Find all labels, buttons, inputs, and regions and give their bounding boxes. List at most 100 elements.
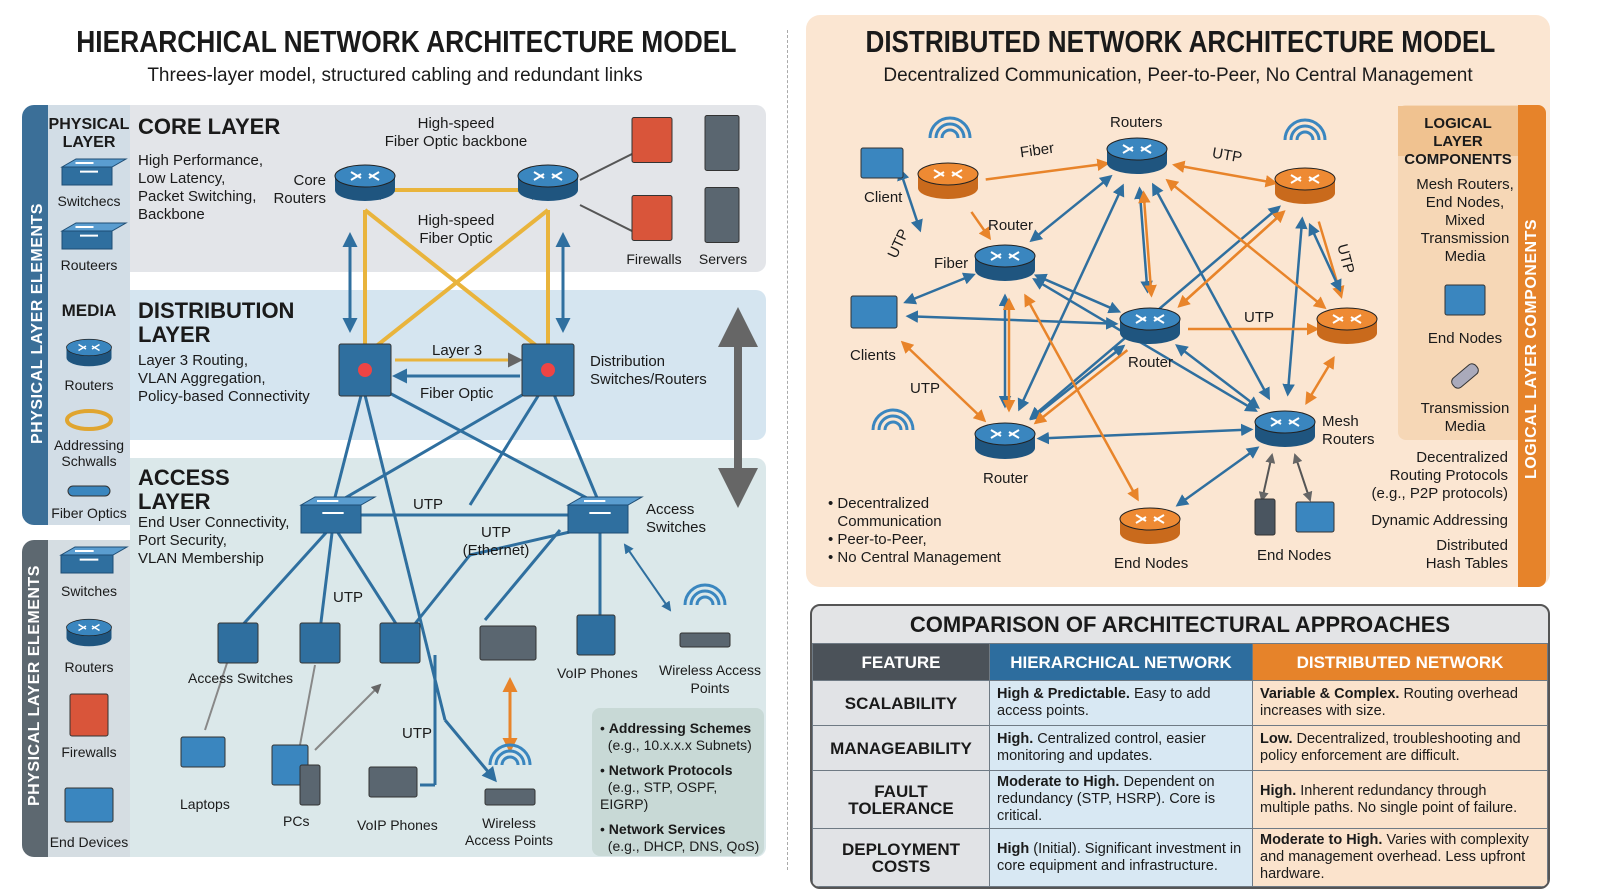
switch-front [61,166,113,186]
note-item: • Addressing Schemes (e.g., 10.x.x.x Sub… [600,720,752,753]
access-switches-label: Access Switches [188,670,294,686]
note-title: Network Protocols [608,762,733,778]
connection-line [546,379,602,506]
comparison-title: COMPARISON OF ARCHITECTURAL APPROACHES [909,612,1451,637]
connection-line [905,310,1119,330]
distribution-heading: DISTRIBUTION LAYER [138,298,295,347]
router-arrows [350,171,380,181]
wifi-icon [928,116,972,139]
router-top [1119,307,1181,331]
connection-line [468,379,550,506]
wireless-ap-bottom-label: Wireless Access Points [465,815,553,848]
router-icon [66,618,112,647]
router-top [1106,137,1168,161]
router-icon [1106,137,1168,174]
access-desc: End User Connectivity, Port Security, VL… [138,514,290,567]
sidebar-bottom-label: PHYSICAL LAYER ELEMENTS [26,565,43,806]
switch-front [60,554,114,574]
connection-line [1175,446,1260,507]
right-subtitle: Decentralized Communication, Peer-to-Pee… [883,65,1473,86]
pc-tower-icon [299,764,321,806]
sidebar-bottom-firewalls: Firewalls [61,744,117,760]
wifi-icon [500,755,520,766]
bullet-text: Decentralized Communication [837,495,942,530]
wifi-icon [1283,118,1327,141]
connection-line [897,167,923,233]
distributed-cell: Low. Decentralized, troubleshooting and … [1252,725,1548,771]
bullet-text: Peer-to-Peer, [837,531,927,548]
comparison-grid: FEATURE HIERARCHICAL NETWORK DISTRIBUTED… [812,643,1548,887]
router-top [974,244,1036,268]
switch-core-dot [541,363,555,377]
left-title: HIERARCHICAL NETWORK ARCHITECTURE MODEL [76,24,737,59]
connection-line [1282,216,1308,397]
note-title: Network Services [608,821,726,837]
connection-line [363,394,447,721]
connection-line [1029,344,1126,421]
router-bottom-label: Router [983,470,1029,487]
router-arrows [78,623,100,632]
wifi-icon [1289,124,1321,141]
switch-icon [59,546,129,574]
sidebar-top-label: PHYSICAL LAYER ELEMENTS [29,203,46,444]
transmission-media-icon [1451,363,1479,389]
connection-line [204,659,229,731]
logical-addressing: Dynamic Addressing [1371,512,1508,529]
connection-line [903,272,976,305]
switch-icon [60,158,128,186]
distributed-cell: Variable & Complex. Routing overhead inc… [1252,680,1548,726]
firewalls-label: Firewalls [626,251,682,267]
utp-lower-label: UTP [910,380,940,397]
connection-line [363,208,550,357]
hierarchical-cell: Moderate to High. Dependent on redundanc… [989,770,1253,829]
notes-list: • Addressing Schemes (e.g., 10.x.x.x Sub… [600,720,765,855]
connection-line [1172,160,1278,188]
core-heading: CORE LAYER [138,114,281,139]
clients-label: Clients [850,347,896,364]
laptop-icon [180,736,226,768]
connection-line [1308,222,1342,293]
distribution-band [130,290,766,440]
backbone-label: High-speed Fiber Optic backbone [384,115,528,150]
router-icon [1119,307,1181,344]
connection-line [579,204,641,236]
utp-mid-label: UTP [1244,309,1274,326]
switch-icon [60,222,128,250]
connection-line [1258,453,1276,502]
router-arrows [1332,314,1362,324]
router-arrows [1290,174,1320,184]
physical-layer-heading: PHYSICAL LAYER [48,116,130,151]
bullets-list: • Decentralized Communication • Peer-to-… [828,495,1001,567]
router-icon [1274,167,1336,204]
wifi-icon [940,128,960,139]
logical-vertical-label: LOGICAL LAYER COMPONENTS [1523,218,1540,479]
connection-line [1305,355,1335,406]
logical-end-nodes: End Nodes [1427,330,1503,347]
bullet-item: • Peer-to-Peer, [828,531,927,548]
router-icon [974,244,1036,281]
connection-line [579,149,641,181]
comparison-table: COMPARISON OF ARCHITECTURAL APPROACHES F… [810,604,1550,889]
router-icon [917,162,979,199]
access-switch-icon [217,622,259,664]
wifi-icon [695,595,715,606]
router-top [974,422,1036,446]
connection-line [985,158,1110,181]
right-title: DISTRIBUTED NETWORK ARCHITECTURE MODEL [865,24,1496,59]
access-utp-label: UTP [413,496,443,513]
voip-phones-bottom-label: VoIP Phones [357,817,438,833]
table-header-row: FEATURE HIERARCHICAL NETWORK DISTRIBUTED… [812,643,1548,681]
note-item: • Network Protocols (e.g., STP, OSPF, EI… [600,762,733,812]
core-fiber-label: High-speed Fiber Optic [417,212,495,247]
connection-line [1165,178,1327,310]
table-row: DEPLOYMENT COSTS High (Initial). Signifi… [812,828,1548,887]
access-utp2-label: UTP [333,589,363,606]
wireless-ap-icon [679,632,731,648]
table-row: MANAGEABILITY High. Centralized control,… [812,725,1548,771]
router-top [66,338,112,357]
mesh-routers-label: Mesh Routers [1322,413,1375,448]
switch-arrows [584,500,611,514]
feature-cell: SCALABILITY [812,680,990,726]
sidebar-bottom-end-devices: End Devices [49,834,129,850]
servers-label: Servers [698,251,748,267]
